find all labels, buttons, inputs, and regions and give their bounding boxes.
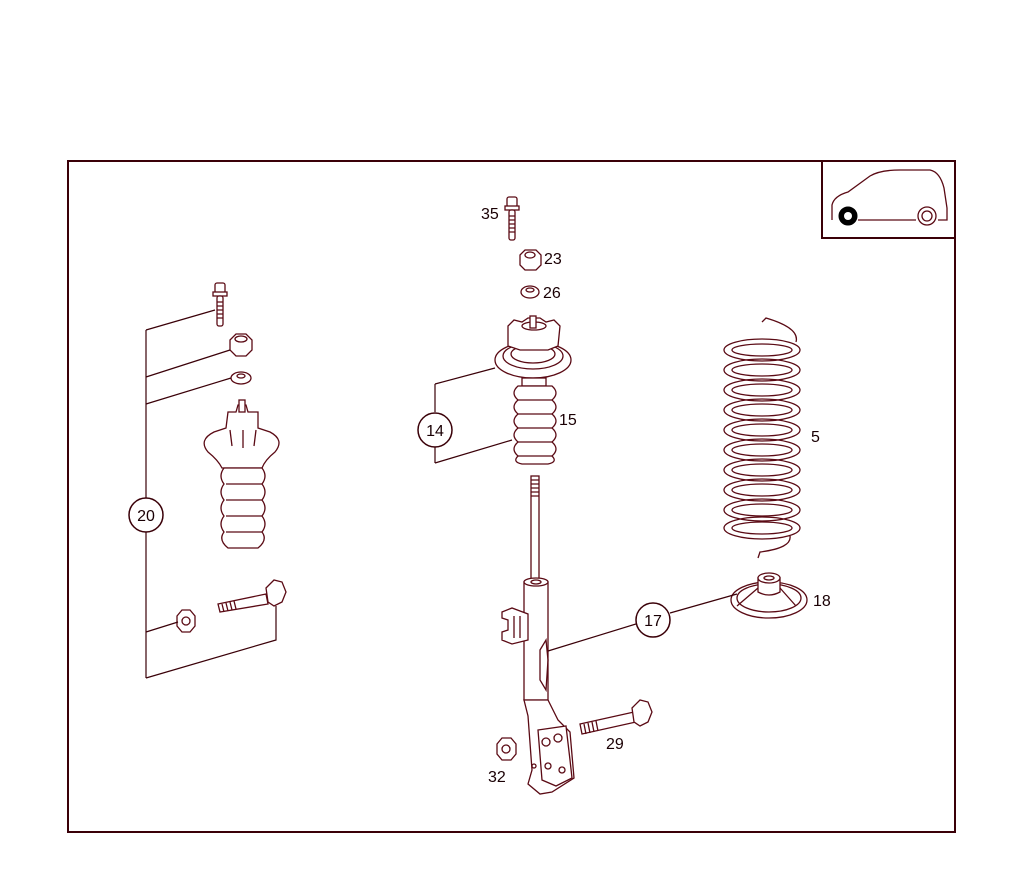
part-32-nut: 32 bbox=[488, 737, 517, 786]
part-26-washer: 26 bbox=[520, 285, 561, 302]
part-18-spring-seat: 18 bbox=[730, 572, 831, 619]
part-group-14: 15 14 bbox=[417, 315, 577, 465]
vehicle-locator-icon bbox=[821, 160, 956, 239]
dust-boot-icon bbox=[203, 399, 280, 549]
callout-14: 14 bbox=[417, 412, 453, 448]
label-15: 15 bbox=[559, 412, 577, 429]
callout-label-17: 17 bbox=[644, 613, 662, 630]
label-35: 35 bbox=[481, 206, 499, 223]
long-bolt-icon bbox=[217, 579, 287, 613]
strut-top-mount-icon bbox=[494, 315, 572, 379]
part-35-bolt: 35 bbox=[481, 196, 520, 241]
label-18: 18 bbox=[813, 593, 831, 610]
callout-17: 17 bbox=[635, 602, 671, 638]
label-29: 29 bbox=[606, 736, 624, 753]
callout-20: 20 bbox=[128, 497, 164, 533]
part-29-bolt: 29 bbox=[579, 699, 653, 753]
label-26: 26 bbox=[543, 285, 561, 302]
bump-stop-icon bbox=[513, 377, 557, 465]
callout-label-20: 20 bbox=[137, 508, 155, 525]
part-5-coil-spring: 5 bbox=[723, 317, 820, 559]
callout-label-14: 14 bbox=[426, 423, 444, 440]
label-5: 5 bbox=[811, 429, 820, 446]
diagram-frame bbox=[67, 160, 956, 833]
label-23: 23 bbox=[544, 251, 562, 268]
nut-icon bbox=[229, 333, 253, 357]
bolt-icon bbox=[212, 282, 228, 327]
label-32: 32 bbox=[488, 769, 506, 786]
part-group-20: 20 bbox=[128, 282, 287, 679]
washer-icon bbox=[230, 371, 252, 385]
flange-nut-icon bbox=[176, 609, 196, 633]
part-17-shock-absorber: 17 bbox=[501, 475, 738, 795]
part-23-nut: 23 bbox=[519, 249, 562, 271]
